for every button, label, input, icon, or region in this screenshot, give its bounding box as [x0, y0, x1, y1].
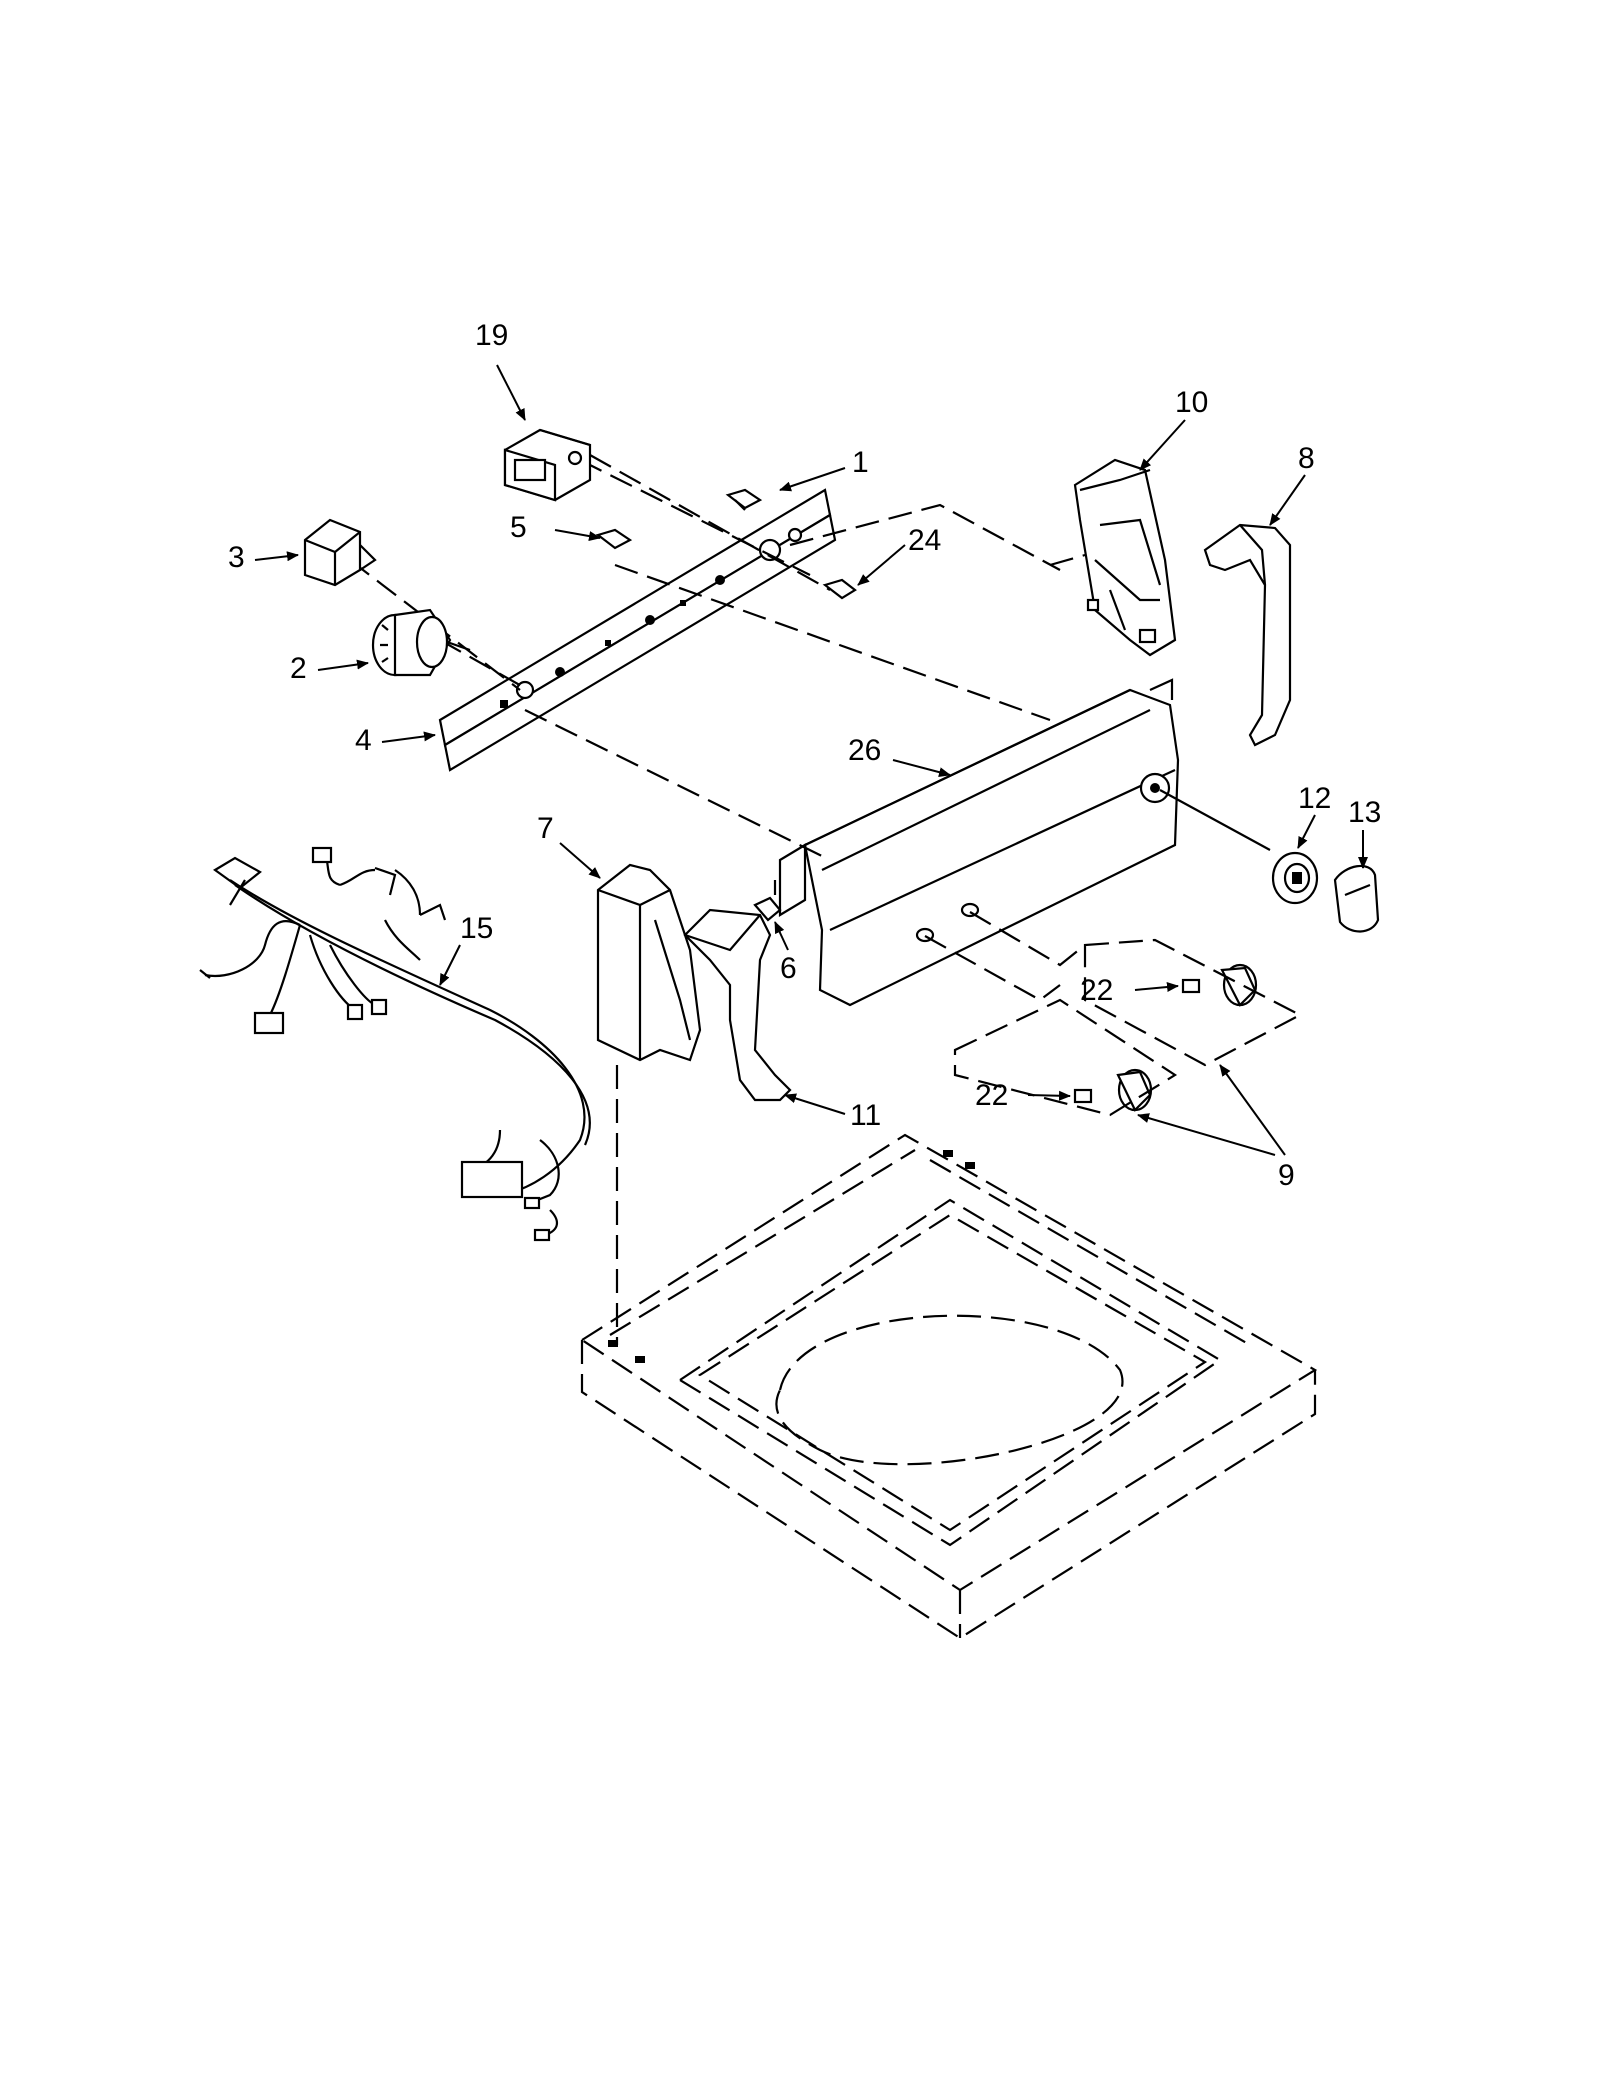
knob-upper [1220, 963, 1258, 1007]
knob-cap [1333, 864, 1380, 933]
leader-lines [254, 364, 1368, 1156]
callout-24: 24 [908, 524, 941, 557]
left-end-cap-cover [683, 908, 792, 1102]
callout-7: 7 [537, 812, 554, 845]
callout-10: 10 [1175, 386, 1208, 419]
right-end-cap [1073, 458, 1177, 657]
screw-5 [595, 528, 633, 550]
callout-labels: 19 1 10 8 3 5 24 2 4 26 12 13 7 15 6 22 … [228, 319, 1381, 1192]
right-end-cap-cover [1203, 523, 1292, 747]
callout-8: 8 [1298, 442, 1315, 475]
callout-3: 3 [228, 541, 245, 574]
timer-motor [371, 608, 471, 677]
callout-11: 11 [850, 1099, 881, 1132]
callout-22-upper: 22 [1080, 974, 1113, 1007]
left-end-cap [596, 863, 702, 1062]
screw-1 [725, 488, 763, 511]
console-knob [1271, 851, 1319, 905]
knob-set-outline [953, 938, 1303, 1117]
knob-screw-lower [1073, 1088, 1093, 1104]
control-panel-bracket [438, 488, 837, 772]
knob-lower [1116, 1068, 1153, 1112]
callout-5: 5 [510, 511, 527, 544]
switch [303, 518, 377, 587]
callout-6: 6 [780, 952, 797, 985]
callout-22-lower: 22 [975, 1079, 1008, 1112]
callout-19: 19 [475, 319, 508, 352]
callout-13: 13 [1348, 796, 1381, 829]
assembly-lines [349, 454, 1271, 1345]
electronic-control [503, 428, 592, 502]
control-panel-console [778, 678, 1180, 1007]
callout-12: 12 [1298, 782, 1331, 815]
callout-4: 4 [355, 724, 372, 757]
callout-2: 2 [290, 652, 307, 685]
screw-6 [753, 896, 782, 922]
callout-26: 26 [848, 734, 881, 767]
callout-1: 1 [852, 446, 869, 479]
washer-top-cabinet-outline [579, 1133, 1318, 1640]
callout-9: 9 [1278, 1159, 1295, 1192]
knob-screw-upper [1181, 978, 1201, 994]
wire-harness [199, 846, 591, 1242]
callout-15: 15 [460, 912, 493, 945]
screw-24 [822, 578, 857, 600]
